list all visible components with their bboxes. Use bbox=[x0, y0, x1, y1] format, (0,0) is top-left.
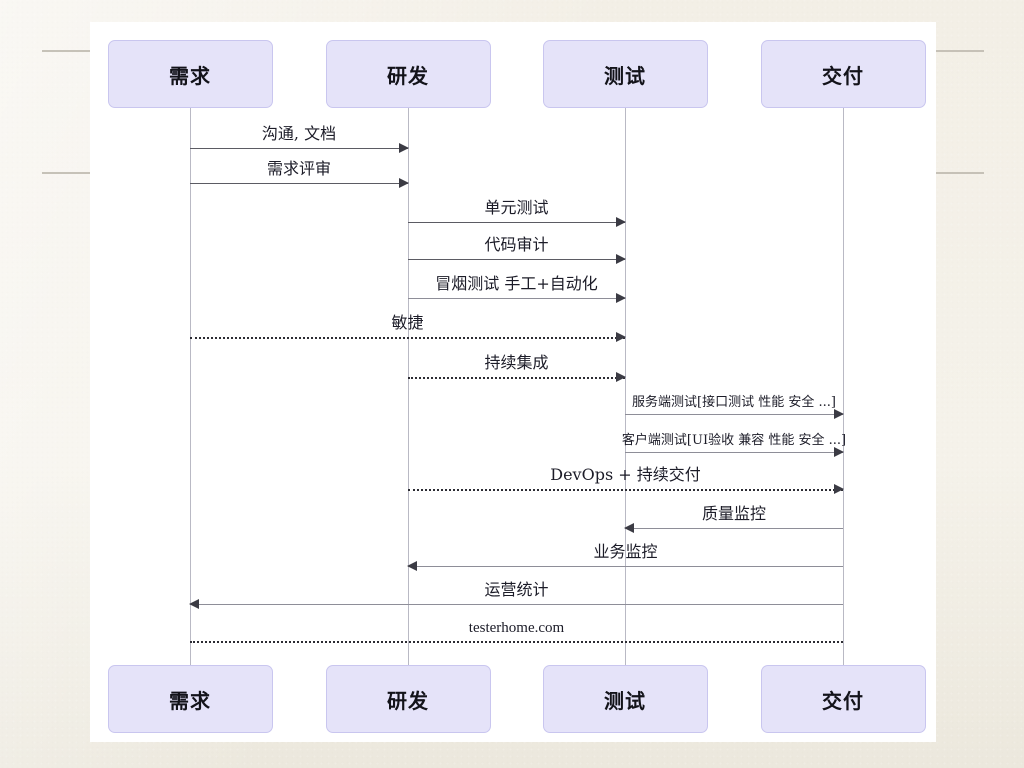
arrowhead-right-4 bbox=[616, 254, 626, 264]
message-label-10: DevOps + 持续交付 bbox=[550, 465, 701, 484]
message-label-12: 业务监控 bbox=[593, 542, 658, 561]
message-line-11 bbox=[625, 528, 843, 529]
decor-rule-top-right bbox=[936, 50, 984, 52]
participant-label-req-head: 需求 bbox=[169, 63, 211, 88]
sequence-diagram-canvas: 需求研发测试交付 沟通, 文档需求评审单元测试代码审计冒烟测试 手工+自动化敏捷… bbox=[90, 22, 936, 742]
participant-label-req-foot: 需求 bbox=[169, 688, 211, 713]
lifeline-dev bbox=[408, 108, 409, 665]
message-label-6: 敏捷 bbox=[391, 313, 424, 332]
message-label-1: 沟通, 文档 bbox=[261, 124, 337, 143]
lifeline-deliver bbox=[843, 108, 844, 665]
message-line-9 bbox=[625, 452, 843, 453]
lifeline-test bbox=[625, 108, 626, 665]
participant-label-test-foot: 测试 bbox=[604, 688, 646, 713]
arrowhead-right-6 bbox=[616, 332, 626, 342]
message-label-11: 质量监控 bbox=[701, 504, 767, 523]
message-line-1 bbox=[190, 148, 408, 149]
participant-label-dev-head: 研发 bbox=[387, 63, 429, 88]
message-label-9: 客户端测试[UI验收 兼容 性能 安全 ...] bbox=[621, 433, 847, 448]
participant-box-req-foot[interactable]: 需求 bbox=[107, 665, 273, 733]
arrowhead-right-2 bbox=[399, 178, 409, 188]
message-label-13: 运营统计 bbox=[484, 580, 549, 599]
participant-box-req-head[interactable]: 需求 bbox=[107, 40, 273, 108]
message-line-5 bbox=[408, 298, 625, 299]
participant-label-test-head: 测试 bbox=[604, 63, 646, 88]
participant-label-deliver-head: 交付 bbox=[822, 63, 864, 88]
message-line-6 bbox=[190, 337, 625, 339]
arrowhead-right-7 bbox=[616, 372, 626, 382]
participant-box-deliver-head[interactable]: 交付 bbox=[760, 40, 926, 108]
message-label-5: 冒烟测试 手工+自动化 bbox=[435, 274, 598, 293]
arrowhead-right-8 bbox=[834, 409, 844, 419]
arrowhead-right-5 bbox=[616, 293, 626, 303]
message-line-2 bbox=[190, 183, 408, 184]
arrowhead-left-13 bbox=[189, 599, 199, 609]
arrowhead-left-12 bbox=[407, 561, 417, 571]
message-line-14 bbox=[190, 641, 843, 643]
message-line-8 bbox=[625, 414, 843, 415]
participant-box-test-foot[interactable]: 测试 bbox=[542, 665, 708, 733]
participant-box-test-head[interactable]: 测试 bbox=[542, 40, 708, 108]
message-line-13 bbox=[190, 604, 843, 605]
message-line-4 bbox=[408, 259, 625, 260]
lifeline-req bbox=[190, 108, 191, 665]
participant-box-dev-head[interactable]: 研发 bbox=[325, 40, 491, 108]
message-line-3 bbox=[408, 222, 625, 223]
message-label-2: 需求评审 bbox=[266, 159, 332, 178]
message-label-14: testerhome.com bbox=[468, 620, 565, 636]
message-line-7 bbox=[408, 377, 625, 379]
decor-rule-bottom-right bbox=[936, 172, 984, 174]
arrowhead-right-10 bbox=[834, 484, 844, 494]
participant-label-deliver-foot: 交付 bbox=[822, 688, 864, 713]
message-label-7: 持续集成 bbox=[484, 353, 549, 372]
decor-rule-top-left bbox=[42, 50, 90, 52]
message-line-10 bbox=[408, 489, 843, 491]
arrowhead-right-3 bbox=[616, 217, 626, 227]
message-label-4: 代码审计 bbox=[484, 235, 549, 254]
participant-box-dev-foot[interactable]: 研发 bbox=[325, 665, 491, 733]
decor-rule-bottom-left bbox=[42, 172, 90, 174]
message-label-3: 单元测试 bbox=[484, 198, 549, 217]
arrowhead-right-1 bbox=[399, 143, 409, 153]
arrowhead-right-9 bbox=[834, 447, 844, 457]
message-line-12 bbox=[408, 566, 843, 567]
participant-label-dev-foot: 研发 bbox=[387, 688, 429, 713]
arrowhead-left-11 bbox=[624, 523, 634, 533]
participant-box-deliver-foot[interactable]: 交付 bbox=[760, 665, 926, 733]
message-label-8: 服务端测试[接口测试 性能 安全 ...] bbox=[632, 395, 836, 410]
